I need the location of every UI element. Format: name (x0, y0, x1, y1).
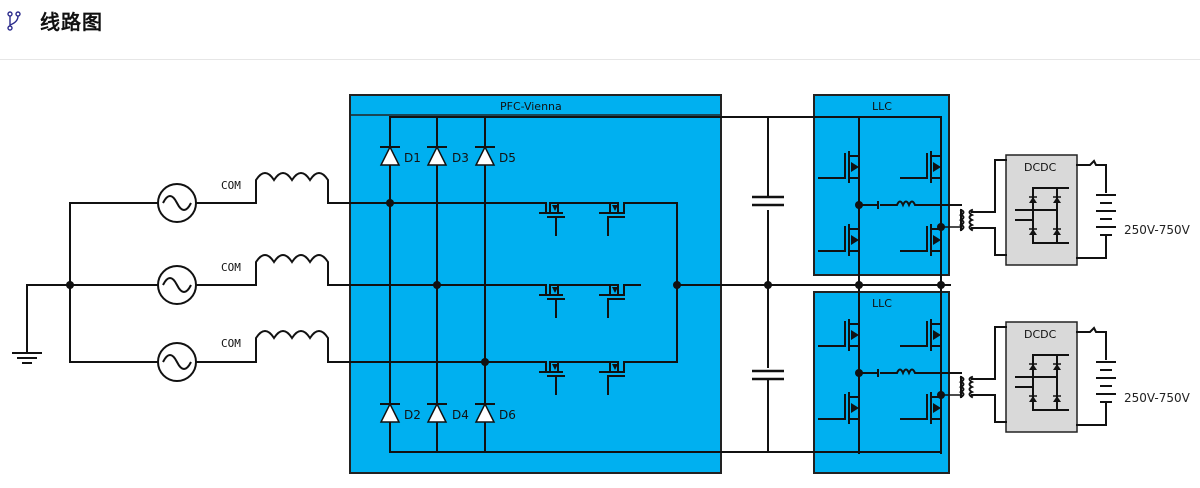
diode-d2 (379, 402, 401, 423)
dcdc-top-rectifier-icon (1015, 187, 1069, 244)
dcdc-block-top-title: DCDC (1024, 161, 1057, 174)
llc-bottom-mosfet-4 (900, 392, 942, 424)
dc-link-capacitor-bottom (752, 369, 784, 381)
diode-label-d4: D4 (452, 408, 469, 422)
input-inductor-3 (195, 330, 486, 363)
ac-source-3 (157, 342, 197, 382)
input-inductor-2 (195, 254, 438, 286)
llc-top-mosfet-1 (818, 151, 860, 183)
llc-top-mosfet-2 (818, 224, 860, 256)
source-label-2: COM (221, 261, 241, 274)
llc-bottom-circuit (818, 284, 962, 454)
pfc-mosfet-2-1 (539, 284, 565, 318)
pfc-mosfet-2-2 (599, 284, 625, 318)
diode-label-d2: D2 (404, 408, 421, 422)
dcdc-bottom-circuit (958, 326, 1116, 426)
dcdc-top-transformer-icon (958, 159, 1007, 256)
llc-top-mosfet-3 (900, 151, 942, 183)
ground-icon (12, 284, 71, 364)
llc-top-circuit (818, 116, 962, 286)
branch-icon (7, 11, 21, 31)
llc-block-bottom-title: LLC (872, 297, 892, 310)
diode-d1 (379, 145, 401, 166)
dc-link-capacitor-top (752, 195, 784, 207)
dcdc-top-battery-icon (1076, 159, 1116, 259)
pfc-mosfet-1-2 (599, 202, 625, 236)
input-inductor-1 (195, 172, 391, 204)
pfc-mosfet-3-1 (539, 361, 565, 395)
ac-source-1 (157, 183, 197, 223)
pfc-mosfet-3-2 (599, 361, 625, 395)
dcdc-top-circuit (958, 159, 1116, 259)
page-title: 线路图 (40, 10, 103, 34)
pfc-block-title: PFC-Vienna (500, 100, 562, 113)
page-header: 线路图 (0, 0, 1200, 60)
dcdc-bottom-battery-icon (1076, 326, 1116, 426)
diode-label-d5: D5 (499, 151, 516, 165)
pfc-mosfet-1-1 (539, 202, 565, 236)
source-label-3: COM (221, 337, 241, 350)
pfc-switch-group (529, 202, 641, 395)
llc-top-mosfet-4 (900, 224, 942, 256)
llc-block-top-title: LLC (872, 100, 892, 113)
source-label-1: COM (221, 179, 241, 192)
diode-label-d6: D6 (499, 408, 516, 422)
diode-label-d3: D3 (452, 151, 469, 165)
ac-source-2 (157, 265, 197, 305)
diode-label-d1: D1 (404, 151, 421, 165)
output-voltage-top: 250V-750V (1124, 223, 1191, 237)
llc-bottom-mosfet-3 (900, 319, 942, 351)
dcdc-bottom-rectifier-icon (1015, 354, 1069, 411)
dcdc-bottom-transformer-icon (958, 326, 1007, 423)
diode-d4 (426, 402, 448, 423)
llc-bottom-mosfet-2 (818, 392, 860, 424)
diode-d3 (426, 145, 448, 166)
llc-block-bottom[interactable] (813, 291, 950, 474)
llc-bottom-mosfet-1 (818, 319, 860, 351)
diode-d6 (474, 402, 496, 423)
diode-d5 (474, 145, 496, 166)
output-voltage-bottom: 250V-750V (1124, 391, 1191, 405)
dcdc-block-bottom-title: DCDC (1024, 328, 1057, 341)
llc-block-top[interactable] (813, 94, 950, 276)
